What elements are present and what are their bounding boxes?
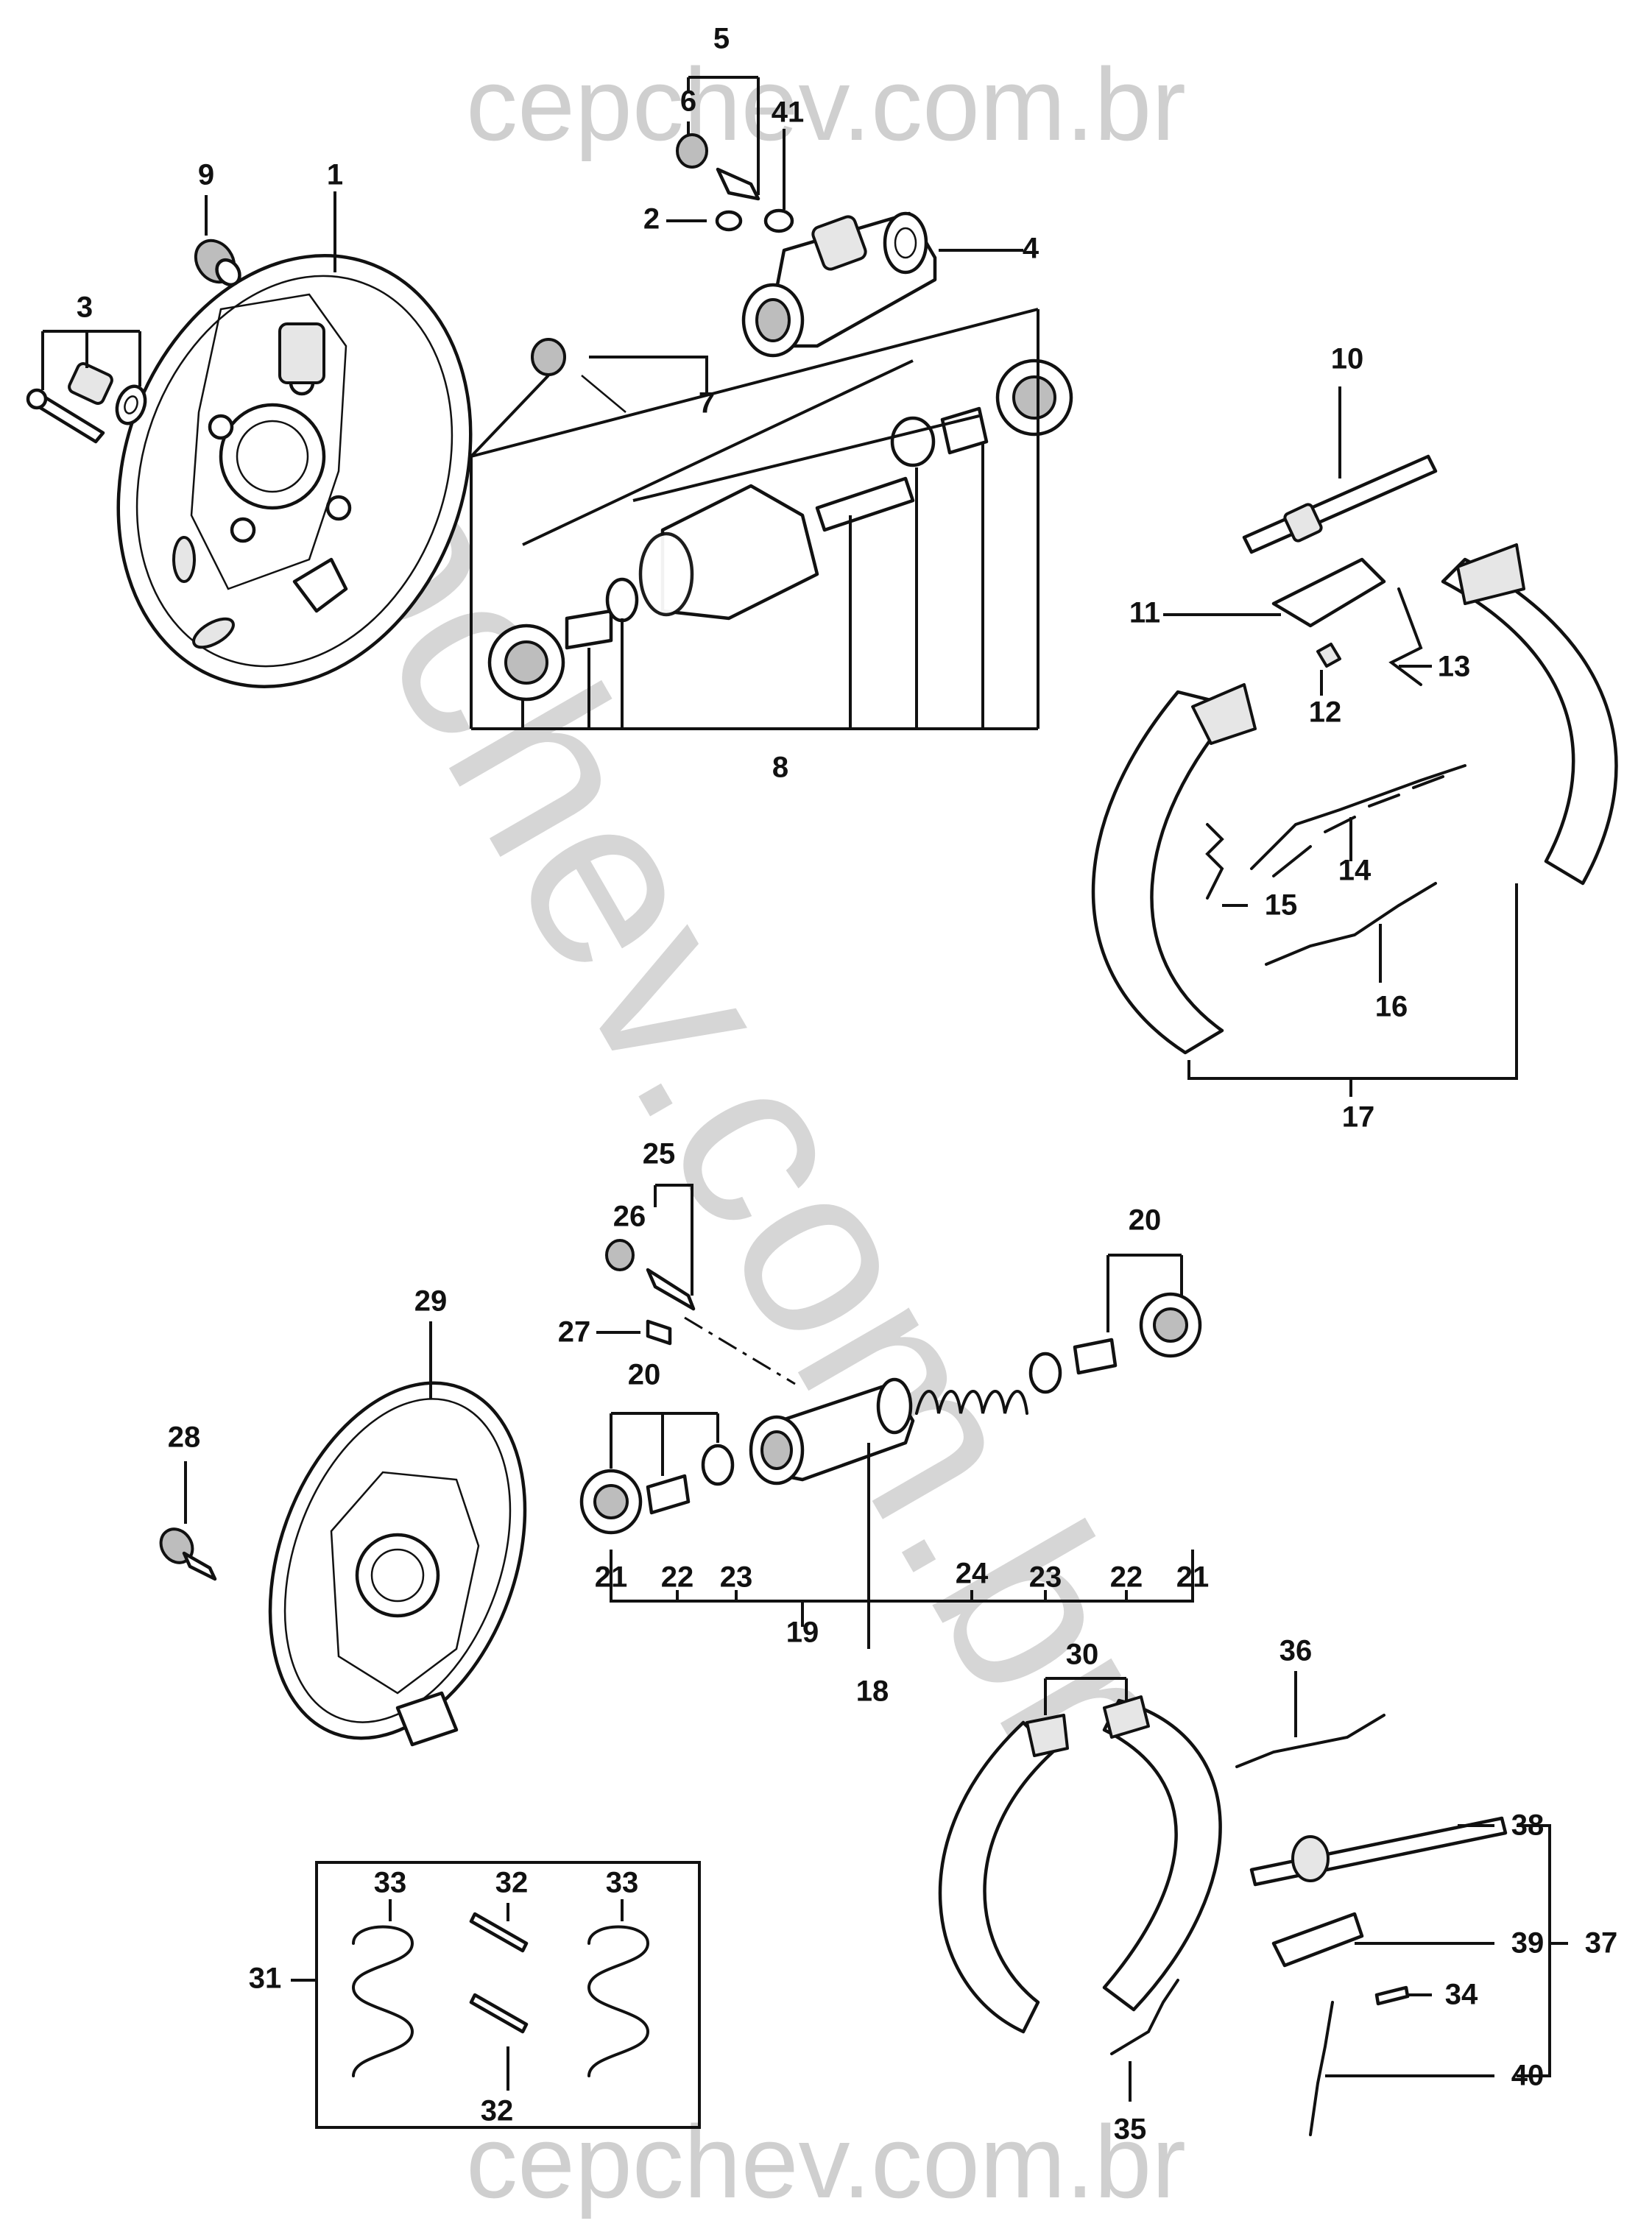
label-1: 1 [327, 159, 343, 191]
label-21-left: 21 [595, 1561, 628, 1594]
label-4: 4 [1023, 233, 1039, 265]
part-labels: 1 2 3 4 5 6 7 8 9 10 11 12 13 14 15 16 1… [77, 23, 1617, 2146]
label-34: 34 [1445, 1979, 1478, 2011]
label-11: 11 [1129, 597, 1160, 629]
watermark-top: cepchev.com.br [466, 46, 1186, 162]
brake-shoes-bottom [938, 1695, 1222, 2034]
label-27: 27 [558, 1316, 591, 1349]
label-2: 2 [643, 203, 660, 236]
label-32-top: 32 [495, 1867, 529, 1899]
cylinder-kit-top [487, 338, 1073, 702]
label-22-left: 22 [661, 1561, 694, 1594]
label-14: 14 [1338, 855, 1372, 887]
backing-plate-bottom [268, 1381, 527, 1747]
label-33-left: 33 [374, 1867, 407, 1899]
label-24: 24 [956, 1558, 989, 1590]
bleeder-screw-bottom [159, 1527, 217, 1581]
cylinder-kit-bottom [579, 1292, 1202, 1535]
label-23-left: 23 [720, 1561, 753, 1594]
label-12: 12 [1309, 696, 1342, 729]
label-6: 6 [680, 85, 696, 118]
label-10: 10 [1331, 343, 1364, 375]
label-36: 36 [1279, 1635, 1313, 1667]
label-16: 16 [1375, 991, 1408, 1023]
label-9: 9 [198, 159, 214, 191]
backing-plate-top [116, 254, 473, 688]
bleeder-parts-top [676, 133, 794, 233]
wheel-cylinder-top [741, 211, 937, 358]
watermark-bottom: cepchev.com.br [466, 2104, 1186, 2219]
label-18: 18 [856, 1675, 889, 1708]
label-7: 7 [699, 387, 715, 420]
label-32-bottom: 32 [481, 2095, 514, 2127]
label-20-right: 20 [1129, 1204, 1162, 1237]
label-35: 35 [1114, 2113, 1147, 2146]
label-40: 40 [1511, 2060, 1545, 2092]
label-20-left: 20 [628, 1359, 661, 1391]
label-26: 26 [613, 1201, 646, 1233]
label-33-right: 33 [606, 1867, 639, 1899]
label-41: 41 [772, 96, 805, 129]
brake-shoes-top [1091, 543, 1618, 1055]
label-5: 5 [713, 23, 730, 55]
label-22-right: 22 [1110, 1561, 1143, 1594]
label-28: 28 [168, 1421, 201, 1454]
label-30: 30 [1066, 1639, 1099, 1671]
label-38: 38 [1511, 1809, 1545, 1842]
label-21-right: 21 [1176, 1561, 1210, 1594]
pin-spring-kit-box [315, 1861, 701, 2129]
label-8: 8 [772, 752, 788, 784]
label-3: 3 [77, 292, 93, 324]
label-25: 25 [643, 1138, 676, 1170]
label-29: 29 [414, 1285, 448, 1318]
shoe-hardware-top [1205, 454, 1466, 966]
label-19: 19 [786, 1617, 819, 1649]
label-17: 17 [1342, 1101, 1375, 1134]
bleeder-screw-top [194, 239, 241, 287]
wheel-cylinder-bottom [605, 1239, 915, 1486]
label-39: 39 [1511, 1927, 1545, 1960]
label-15: 15 [1265, 889, 1298, 922]
label-13: 13 [1438, 651, 1471, 683]
label-31: 31 [249, 1963, 282, 1995]
leader-lines [41, 76, 1568, 2102]
label-23-right: 23 [1029, 1561, 1062, 1594]
label-37: 37 [1585, 1927, 1618, 1960]
pin-kit-top [26, 362, 147, 444]
shoe-hardware-bottom [1110, 1714, 1508, 2136]
